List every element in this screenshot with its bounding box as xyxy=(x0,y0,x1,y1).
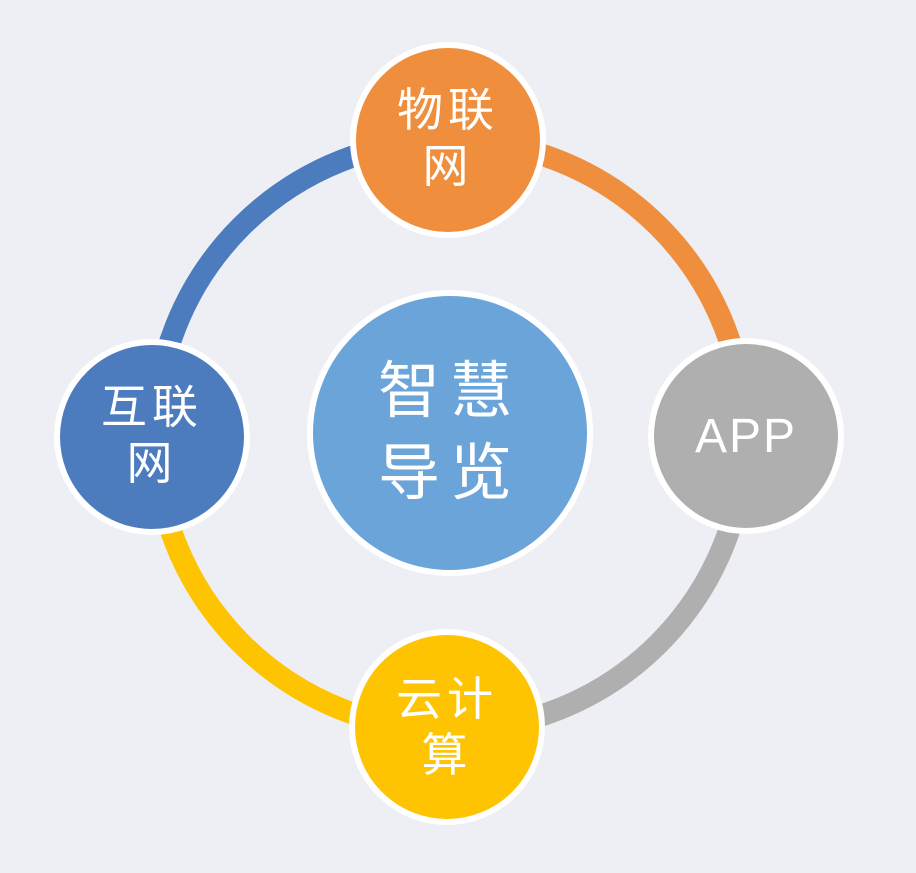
node-label-iot-line1: 物联 xyxy=(397,85,499,136)
node-circle-iot xyxy=(350,42,546,238)
center-circle-smart-guide xyxy=(307,290,593,576)
center-label-line2: 导览 xyxy=(378,440,522,508)
node-label-internet-line2: 网 xyxy=(127,438,178,489)
node-label-iot-line2: 网 xyxy=(423,141,474,192)
node-label-internet-line1: 互联 xyxy=(101,382,203,433)
center-label-line1: 智慧 xyxy=(378,358,522,426)
node-circle-cloud-computing xyxy=(349,629,545,825)
node-label-cloud-line2: 算 xyxy=(422,730,473,781)
node-label-cloud-line1: 云计 xyxy=(396,674,498,725)
node-circle-app xyxy=(648,338,844,534)
node-label-app: APP xyxy=(695,410,797,463)
node-circle-internet xyxy=(54,339,250,535)
